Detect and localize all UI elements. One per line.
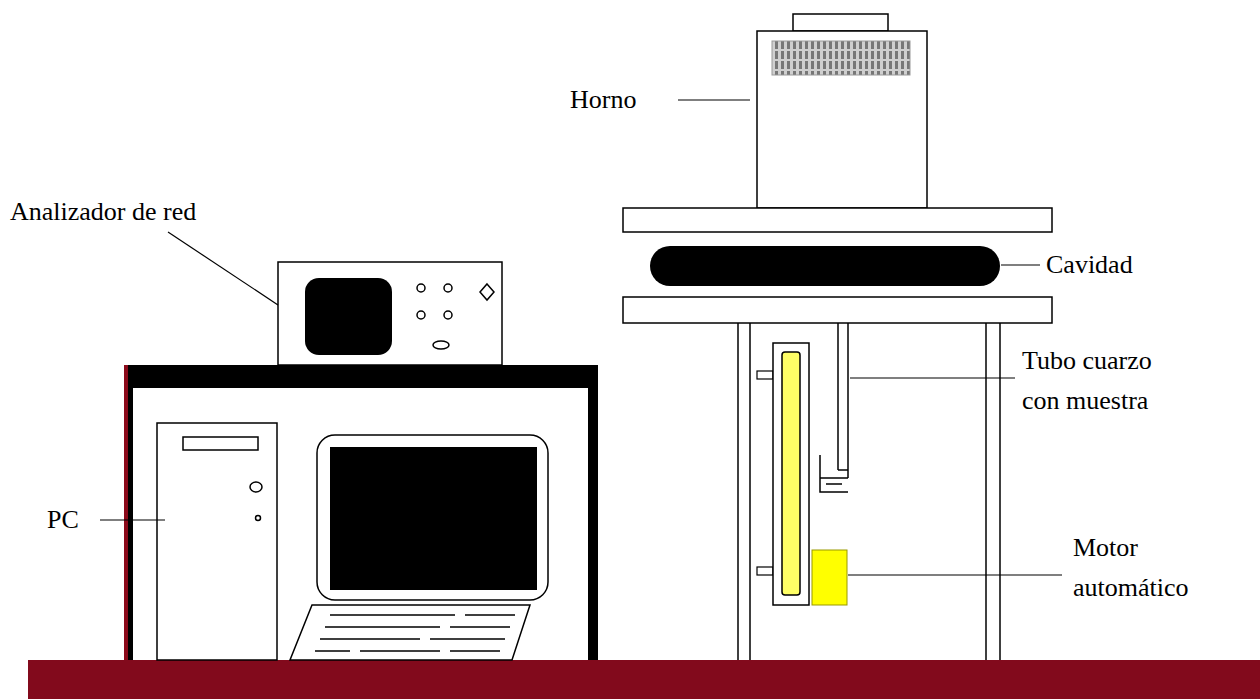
cavity-label: Cavidad	[1046, 249, 1133, 281]
quartz-tube	[820, 323, 848, 492]
analyzer-label: Analizador de red	[10, 196, 196, 228]
pc-label: PC	[47, 504, 79, 536]
oven-label: Horno	[570, 84, 636, 116]
pc-tower	[157, 423, 277, 660]
keyboard	[290, 605, 530, 660]
network-analyzer	[278, 262, 502, 365]
tube-label: Tubo cuarzo con muestra	[1022, 341, 1182, 421]
linear-rail	[757, 343, 809, 605]
motor	[812, 550, 847, 605]
desk	[124, 365, 598, 660]
stand	[738, 323, 1000, 660]
monitor	[317, 435, 548, 600]
floor	[28, 660, 1260, 699]
motor-label: Motor automático	[1073, 528, 1238, 608]
oven	[757, 14, 927, 208]
cavity-assembly	[623, 208, 1052, 323]
leader-lines	[100, 100, 1062, 575]
